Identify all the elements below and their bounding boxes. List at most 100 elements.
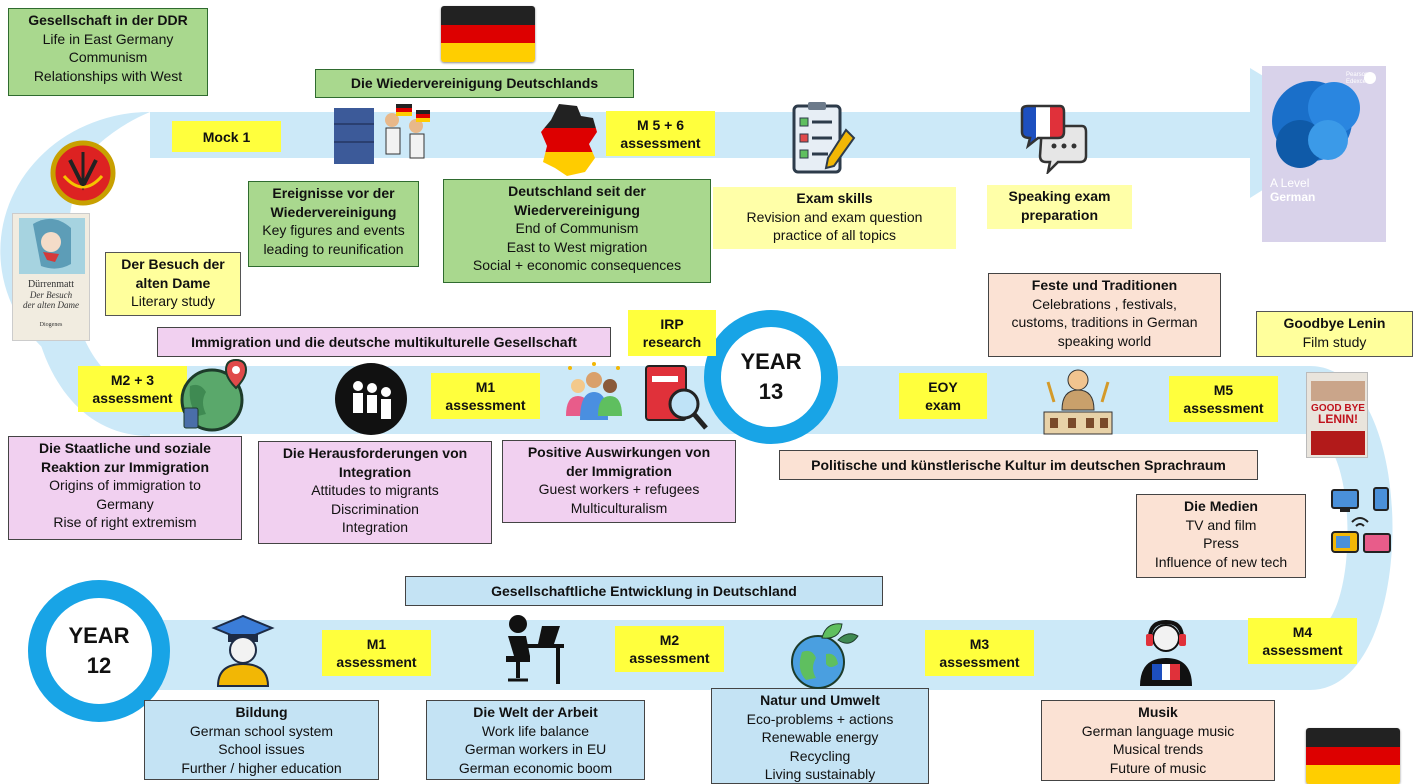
positive-box: Positive Auswirkungen von der Immigratio… [502,440,736,523]
checklist-icon [792,102,856,174]
speaking-title: Speaking exam [1008,188,1111,204]
positive-title: Positive Auswirkungen von [527,444,711,460]
graduate-icon [211,614,275,687]
staatliche-box: Die Staatliche und soziale Reaktion zur … [8,436,242,540]
natur-line: Eco-problems + actions [746,710,894,727]
germany-map-icon [541,104,597,176]
book-title: A Level [1270,176,1310,190]
speaking-title: preparation [1020,206,1098,223]
staatliche-title: Reaktion zur Immigration [40,458,210,475]
m4-text: M4 [1292,624,1313,640]
musik-line: Musical trends [1112,741,1204,757]
durrenmatt-author: Dürrenmatt [27,279,75,290]
speech-bubble-icon [1020,104,1088,174]
feste-box: Feste und Traditionen Celebrations , fes… [988,273,1221,357]
exam-title: Exam skills [796,190,873,206]
ddr-line: Life in East Germany [42,30,174,47]
eoy-text: EOY [928,379,958,395]
ereignisse-line: Key figures and events [262,222,405,238]
wall-icon [334,104,430,164]
staatliche-line: Origins of immigration to [49,477,201,493]
year12-line1: YEAR [68,623,130,648]
m5-label: M5 assessment [1169,376,1278,422]
music-listener-icon [1140,619,1192,686]
feste-line: Celebrations , festivals, [1032,295,1177,312]
natur-box: Natur und Umwelt Eco-problems + actions … [711,688,929,784]
bildung-line: School issues [218,741,305,757]
feste-title: Feste und Traditionen [1031,277,1178,293]
ddr-line: Communism [68,49,148,65]
desk-worker-icon [506,615,564,684]
politische-title: Politische und künstlerische Kultur im d… [811,457,1226,473]
people-icon [566,362,622,420]
medien-title: Die Medien [1184,498,1258,514]
positive-line: Multiculturalism [570,499,668,516]
arbeit-box: Die Welt der Arbeit Work life balance Ge… [426,700,645,780]
mock1-label: Mock 1 [172,121,281,152]
m2-label: M2 assessment [615,626,724,672]
herausforderungen-line: Attitudes to migrants [311,482,439,498]
m5-text: assessment [1183,400,1264,416]
media-devices-icon [1331,487,1391,553]
lenin-title: Goodbye Lenin [1283,315,1386,331]
m2-text: assessment [629,650,710,666]
herausforderungen-title: Integration [338,463,412,480]
m56-text: M 5 + 6 [636,116,685,133]
immigration-title: Immigration und die deutsche multikultur… [191,334,577,350]
exam-line: Revision and exam question [746,208,923,225]
besuch-title: alten Dame [135,274,211,291]
m56-text: assessment [620,134,701,151]
m23-text: M2 + 3 [110,372,155,388]
bildung-box: Bildung German school system School issu… [144,700,379,780]
m1b-text: assessment [336,654,417,670]
ddr-emblem-icon [50,140,116,206]
herausforderungen-line: Integration [341,519,409,535]
seit-line: East to West migration [506,238,648,255]
m1a-text: M1 [475,379,496,395]
flag-germany-icon [1306,728,1400,784]
seit-title: Deutschland seit der [508,183,646,199]
immigration-banner: Immigration und die deutsche multikultur… [157,327,611,357]
year13-line1: YEAR [740,349,802,374]
arbeit-line: German workers in EU [464,741,607,757]
arbeit-title: Die Welt der Arbeit [473,704,598,720]
eoy-label: EOY exam [899,373,987,419]
musik-title: Musik [1138,704,1178,720]
musik-line: Future of music [1109,759,1207,776]
m5-text: M5 [1213,382,1234,398]
natur-line: Living sustainably [764,766,876,782]
seit-title: Wiedervereinigung [514,201,640,218]
besuch-title: Der Besuch der [121,256,225,272]
group-icon [335,363,407,435]
seit-box: Deutschland seit der Wiedervereinigung E… [443,179,711,283]
irp-text: IRP [660,316,684,332]
natur-line: Renewable energy [761,729,879,745]
herausforderungen-title: Die Herausforderungen von [282,445,468,461]
m2-text: M2 [659,632,680,648]
year13-line2: 13 [758,379,784,404]
ddr-title: Gesellschaft in der DDR [28,12,188,28]
durrenmatt-publisher: Diogenes [39,322,63,328]
poster-title: LENIN! [1318,412,1358,426]
globe-location-icon [180,358,248,432]
medien-line: TV and film [1185,516,1257,533]
staatliche-line: Rise of right extremism [53,514,197,530]
wiedervereinigung-banner: Die Wiedervereinigung Deutschlands [315,69,634,98]
eco-globe-icon [791,623,859,689]
staatliche-title: Die Staatliche und soziale [39,440,211,456]
medien-line: Influence of new tech [1154,553,1288,570]
staatliche-line: Germany [96,495,154,512]
natur-line: Recycling [789,747,851,764]
ereignisse-line: leading to reunification [263,240,404,257]
eoy-text: exam [925,397,961,413]
bildung-line: Further / higher education [181,759,342,776]
ddr-line: Relationships with West [33,67,183,84]
ereignisse-title: Wiedervereinigung [270,203,397,220]
seit-line: Social + economic consequences [472,257,682,273]
durrenmatt-title: der alten Dame [23,300,79,310]
